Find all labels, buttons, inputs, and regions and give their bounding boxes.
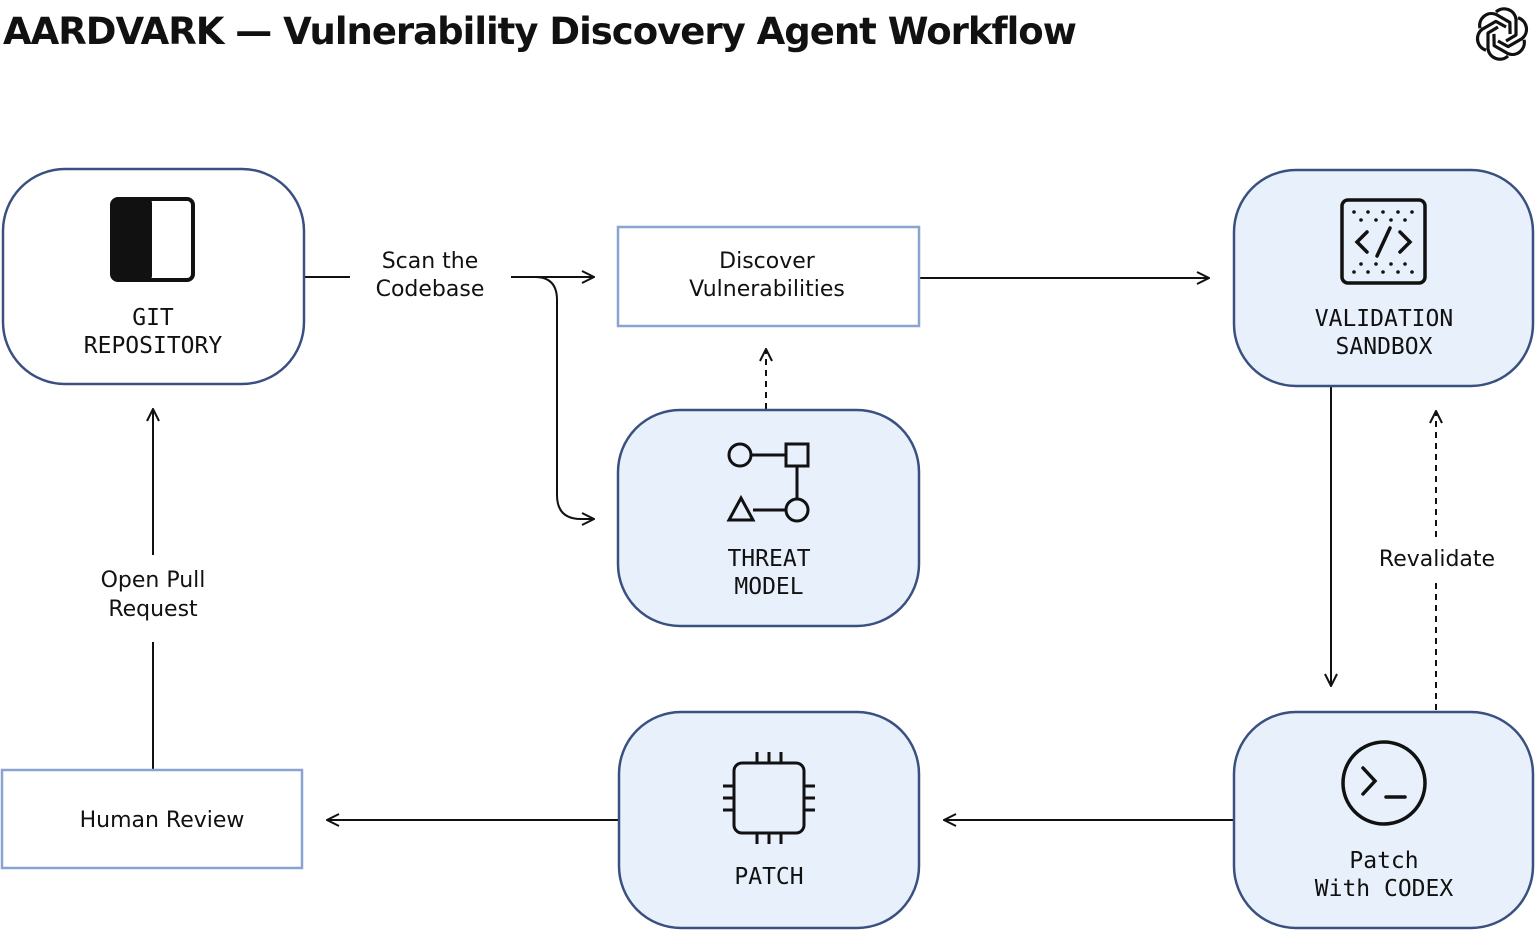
human-review-label: Human Review	[80, 808, 245, 833]
openai-knot-logo-icon	[1475, 7, 1529, 61]
validation-label-line2: SANDBOX	[1336, 334, 1433, 360]
revalidate-label: Revalidate	[1379, 547, 1495, 572]
threat-label-line2: MODEL	[734, 574, 803, 600]
validation-label-line1: VALIDATION	[1315, 306, 1453, 332]
repository-icon	[110, 197, 195, 282]
diagram-title: AARDVARK — Vulnerability Discovery Agent…	[3, 10, 1077, 53]
terminal-icon	[1341, 740, 1427, 826]
threat-label-line1: THREAT	[727, 546, 810, 572]
codex-label-line1: Patch	[1349, 848, 1418, 874]
connectors	[153, 277, 1436, 820]
node-validation-sandbox: VALIDATION SANDBOX	[1232, 168, 1535, 388]
git-label-line1: GIT	[132, 305, 174, 331]
threat-graph-icon	[726, 442, 810, 523]
chip-icon	[723, 752, 815, 844]
node-patch: PATCH	[617, 710, 921, 930]
node-git-repository: GIT REPOSITORY	[1, 167, 306, 386]
scan-label-line2: Codebase	[376, 277, 485, 302]
scan-label-line1: Scan the	[382, 249, 479, 274]
node-human-review: Human Review	[0, 768, 304, 870]
discover-label-line1: Discover	[719, 249, 816, 274]
codex-label-line2: With CODEX	[1315, 876, 1454, 902]
open-pr-label-line1: Open Pull	[101, 568, 206, 593]
discover-label-line2: Vulnerabilities	[689, 277, 845, 302]
edge-scan-to-threat-model	[511, 276, 594, 519]
node-discover-vulnerabilities: Discover Vulnerabilities	[616, 225, 921, 328]
git-label-line2: REPOSITORY	[84, 333, 223, 359]
open-pr-label-line2: Request	[108, 597, 198, 622]
code-sandbox-icon	[1340, 198, 1427, 285]
node-threat-model: THREAT MODEL	[616, 408, 921, 628]
patch-label: PATCH	[734, 864, 803, 890]
node-patch-with-codex: Patch With CODEX	[1232, 710, 1535, 930]
